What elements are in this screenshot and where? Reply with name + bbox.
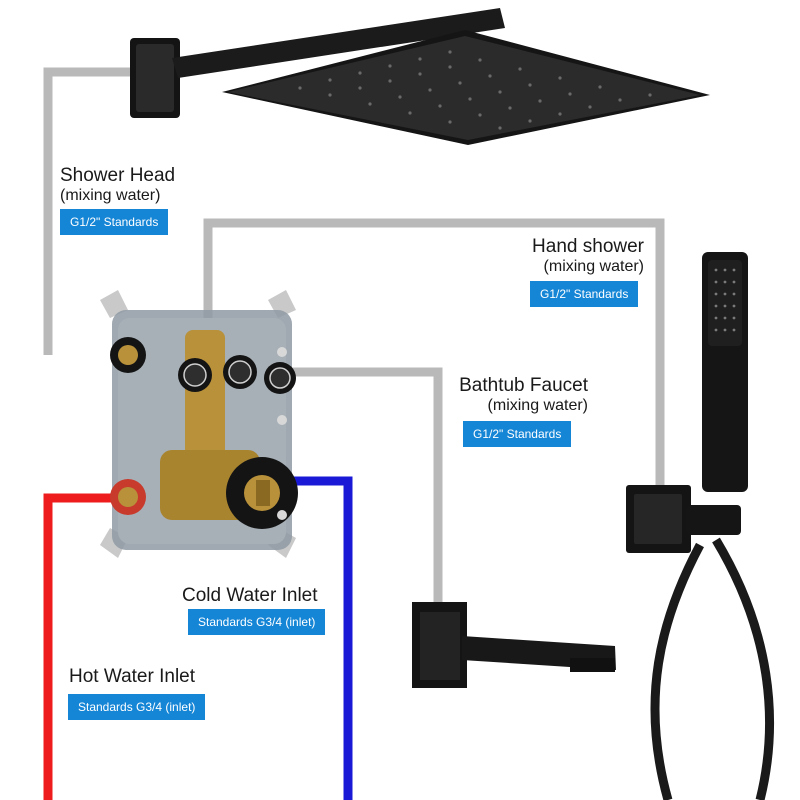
pipe-to-hand-shower: [203, 218, 665, 490]
shower-head-icon: [130, 8, 710, 145]
hand-shower-label: Hand shower (mixing water): [528, 236, 644, 276]
hand-shower-title: Hand shower: [532, 236, 644, 257]
hand-shower-subtitle: (mixing water): [543, 257, 644, 275]
tub-spout-icon: [412, 602, 616, 688]
bathtub-faucet-subtitle: (mixing water): [487, 396, 588, 414]
hot-water-inlet-title: Hot Water Inlet: [69, 666, 196, 687]
valve-body-icon: [100, 290, 298, 558]
shower-head-subtitle: (mixing water): [60, 186, 161, 204]
bathtub-faucet-standard-badge: G1/2" Standards: [463, 421, 572, 447]
shower-head-title: Shower Head: [60, 165, 176, 186]
pipe-to-bathtub-faucet: [290, 367, 443, 605]
shower-head-standard-badge: G1/2" Standards: [60, 209, 169, 235]
hot-water-pipe: [43, 493, 115, 800]
hot-water-inlet-label: Hot Water Inlet: [69, 666, 195, 688]
hand-shower-standard-badge: G1/2" Standards: [530, 281, 639, 307]
cold-water-pipe: [285, 476, 353, 800]
cold-water-inlet-title: Cold Water Inlet: [182, 585, 318, 606]
hand-shower-icon: [626, 252, 775, 800]
mixing-water-pipes: [43, 67, 665, 605]
hot-water-inlet-standard-badge: Standards G3/4 (inlet): [68, 694, 206, 720]
shower-head-label: Shower Head (mixing water): [60, 165, 175, 205]
pipe-to-shower-head: [43, 67, 138, 355]
cold-water-inlet-standard-badge: Standards G3/4 (inlet): [188, 609, 326, 635]
bathtub-faucet-title: Bathtub Faucet: [459, 375, 588, 396]
bathtub-faucet-label: Bathtub Faucet (mixing water): [452, 375, 588, 415]
cold-water-inlet-label: Cold Water Inlet: [182, 585, 318, 607]
